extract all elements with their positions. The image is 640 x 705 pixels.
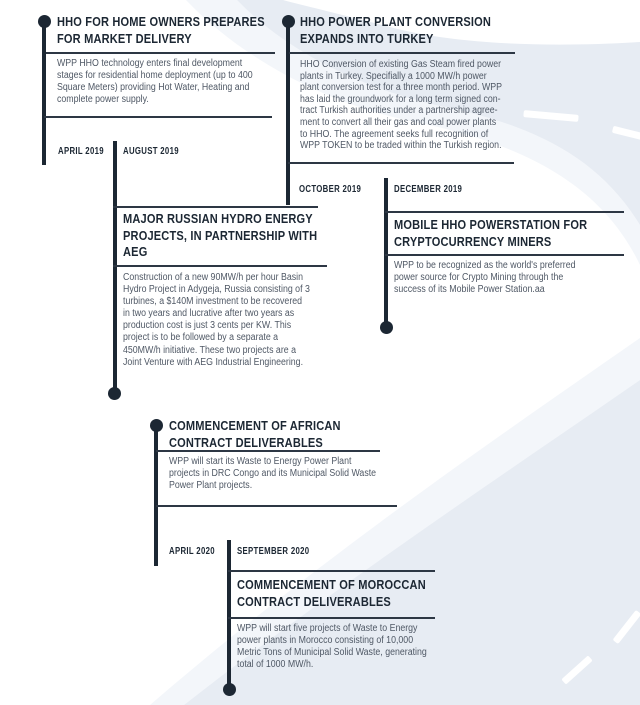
- lane-dash: [612, 126, 640, 144]
- lane-dash: [613, 610, 640, 644]
- divider-line: [228, 616, 435, 619]
- lane-dash: [523, 110, 579, 122]
- timeline-line: [286, 21, 290, 205]
- road-top-faint-shape: [186, 0, 640, 265]
- divider-line: [156, 450, 380, 452]
- divider-line: [288, 162, 514, 164]
- milestone-title: HHO FOR HOME OWNERS PREPARES FOR MARKET …: [57, 14, 265, 46]
- divider-line: [385, 210, 624, 213]
- date-label-august-2019: AUGUST 2019: [123, 146, 179, 157]
- milestone-title: HHO POWER PLANT CONVERSION EXPANDS INTO …: [300, 14, 492, 46]
- date-label-september-2020: SEPTEMBER 2020: [237, 546, 310, 557]
- timeline-dot: [149, 418, 163, 432]
- divider-line: [113, 265, 327, 267]
- timeline-connector-line: [384, 178, 388, 327]
- date-label-april-2019: APRIL 2019: [58, 146, 104, 157]
- road-bottom-shape: [184, 380, 640, 705]
- timeline-dot: [108, 386, 122, 400]
- timeline-line: [154, 425, 158, 566]
- divider-line: [228, 569, 435, 572]
- date-label-december-2019: DECEMBER 2019: [394, 184, 463, 195]
- divider-line: [156, 504, 397, 507]
- milestone-body: WPP HHO technology enters final developm…: [57, 58, 253, 106]
- date-label-october-2019: OCTOBER 2019: [299, 184, 362, 195]
- milestone-body: Construction of a new 90MW/h per hour Ba…: [123, 272, 310, 368]
- timeline-connector-line: [113, 141, 117, 393]
- milestone-title: MOBILE HHO POWERSTATION FOR CRYPTOCURREN…: [394, 217, 588, 249]
- divider-line: [385, 253, 624, 256]
- timeline-dot: [222, 682, 236, 696]
- road-top-shape: [237, 0, 640, 225]
- timeline-line: [42, 21, 46, 165]
- milestone-body: WPP will start five projects of Waste to…: [237, 623, 427, 671]
- timeline-dot: [37, 14, 51, 28]
- date-label-april-2020: APRIL 2020: [169, 546, 215, 557]
- milestone-title: COMMENCEMENT OF AFRICAN CONTRACT DELIVER…: [169, 418, 341, 450]
- milestone-body: WPP will start its Waste to Energy Power…: [169, 456, 377, 492]
- milestone-title: MAJOR RUSSIAN HYDRO ENERGY PROJECTS, IN …: [123, 211, 318, 259]
- timeline-dot: [281, 14, 295, 28]
- milestone-title: COMMENCEMENT OF MOROCCAN CONTRACT DELIVE…: [237, 577, 426, 609]
- divider-line: [289, 51, 515, 54]
- timeline-dot: [379, 320, 393, 334]
- road-bottom-faint-shape: [150, 338, 640, 705]
- milestone-body: WPP to be recognized as the world's pref…: [394, 260, 576, 296]
- divider-line: [44, 116, 272, 118]
- divider-line: [46, 51, 275, 54]
- milestone-body: HHO Conversion of existing Gas Steam fir…: [300, 59, 503, 152]
- timeline-connector-line: [227, 540, 231, 690]
- lane-dash: [562, 656, 592, 684]
- divider-line: [113, 205, 318, 208]
